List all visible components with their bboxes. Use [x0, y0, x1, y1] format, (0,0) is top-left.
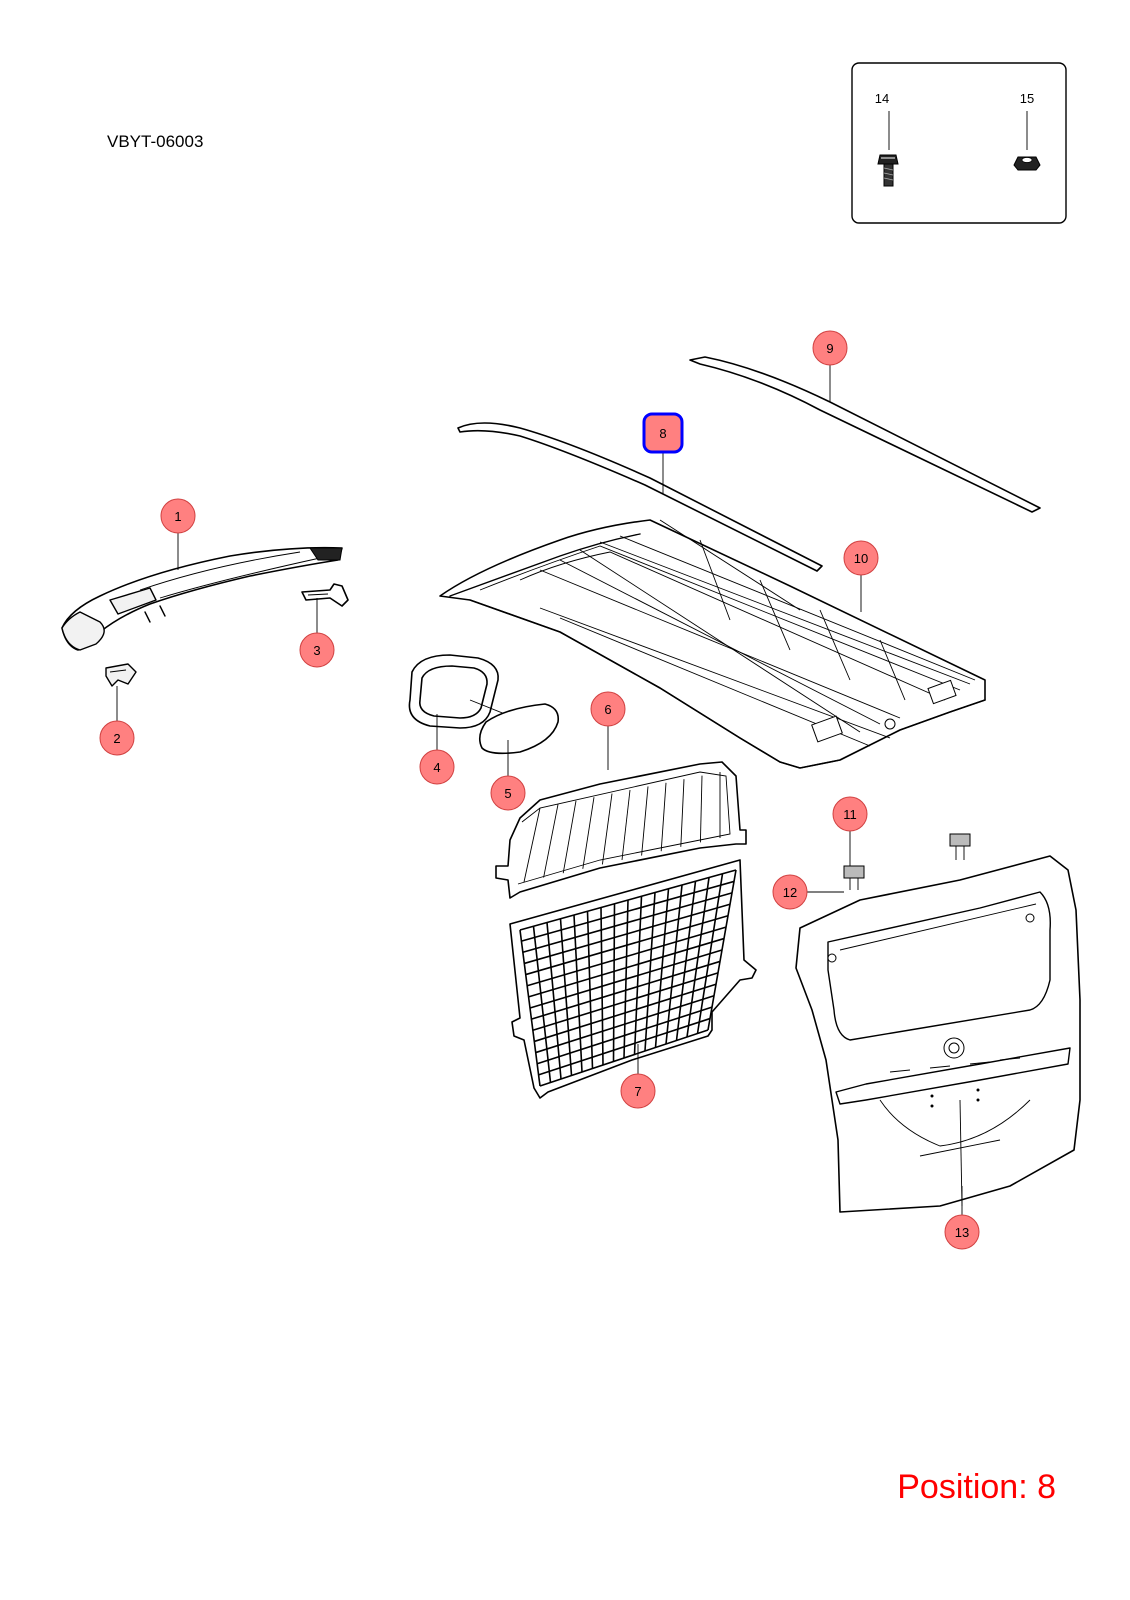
inset-label-15: 15: [1020, 91, 1034, 106]
part-7-mesh-grid: [509, 859, 757, 1099]
callout-label: 13: [955, 1225, 969, 1240]
part-13-tailgate: [795, 855, 1081, 1213]
nut-icon: [1013, 156, 1041, 171]
callout-label: 10: [854, 551, 868, 566]
partition-bar: [543, 804, 559, 878]
callout-circle[interactable]: [812, 330, 848, 366]
mesh-cells: [519, 869, 737, 1087]
callout-circle[interactable]: [490, 775, 526, 811]
callout-label: 8: [659, 426, 666, 441]
partition-bar: [523, 807, 541, 883]
mesh-line-horizontal: [538, 1017, 711, 1076]
mesh-line-horizontal: [524, 903, 731, 965]
callout-circle[interactable]: [419, 749, 455, 785]
callout-11[interactable]: 11: [832, 796, 868, 832]
mesh-line-horizontal: [531, 960, 721, 1020]
partition-bars: [523, 772, 721, 883]
callout-3[interactable]: 3: [299, 632, 335, 668]
callout-label: 1: [174, 509, 181, 524]
callout-circle[interactable]: [620, 1073, 656, 1109]
part-8-trim-strip: [457, 422, 823, 572]
partition-bar: [621, 789, 631, 861]
callout-9[interactable]: 9: [812, 330, 848, 366]
callout-6[interactable]: 6: [590, 691, 626, 727]
callout-circle[interactable]: [299, 632, 335, 668]
callout-8[interactable]: 8: [642, 412, 684, 454]
callout-2[interactable]: 2: [99, 720, 135, 756]
callout-label: 12: [783, 885, 797, 900]
callout-label: 3: [313, 643, 320, 658]
callout-label: 4: [433, 760, 440, 775]
partition-bar: [660, 782, 667, 852]
mesh-line-horizontal: [529, 949, 723, 1009]
callout-1[interactable]: 1: [160, 498, 196, 534]
callout-circle[interactable]: [590, 691, 626, 727]
partition-bar: [562, 800, 577, 874]
mesh-line-horizontal: [525, 914, 729, 976]
callout-12[interactable]: 12: [772, 874, 808, 910]
callout-5[interactable]: 5: [490, 775, 526, 811]
partition-bar: [582, 797, 595, 869]
mesh-line-horizontal: [522, 892, 733, 954]
partition-bar: [680, 779, 685, 847]
part-2-bracket: [105, 663, 137, 687]
mesh-line-horizontal: [534, 983, 717, 1043]
part-10-headliner: [439, 519, 986, 769]
callout-10[interactable]: 10: [843, 540, 879, 576]
part-1-spoiler: [61, 546, 343, 651]
diagram-code: VBYT-06003: [107, 132, 204, 151]
mesh-line-horizontal: [521, 880, 735, 942]
part-9-trim-strip: [689, 356, 1041, 513]
bolt-icon: [877, 154, 899, 187]
part-11-clip: [843, 865, 865, 890]
callout-label: 5: [504, 786, 511, 801]
partition-bar: [641, 786, 649, 856]
callout-4[interactable]: 4: [419, 749, 455, 785]
part-4-seal-ring: [408, 654, 511, 729]
mesh-line-horizontal: [526, 926, 727, 987]
part-6-partition-upper: [495, 761, 747, 899]
fastener-inset: 14 15: [851, 62, 1067, 224]
callout-circle[interactable]: [843, 540, 879, 576]
callout-label: 7: [634, 1084, 641, 1099]
mesh-line-horizontal: [532, 972, 719, 1032]
mesh-line-horizontal: [539, 1029, 709, 1087]
callout-label: 2: [113, 731, 120, 746]
clip-secondary: [949, 833, 971, 860]
callout-7[interactable]: 7: [620, 1073, 656, 1109]
callout-13[interactable]: 13: [944, 1214, 980, 1250]
part-3-hinge: [301, 583, 349, 607]
callout-circle[interactable]: [772, 874, 808, 910]
selected-highlight[interactable]: [642, 412, 684, 454]
callout-circle[interactable]: [99, 720, 135, 756]
inset-label-14: 14: [875, 91, 889, 106]
callout-label: 9: [826, 341, 833, 356]
mesh-line-horizontal: [536, 1006, 713, 1065]
position-label: Position: 8: [897, 1468, 1056, 1506]
partition-bar: [699, 775, 703, 843]
partition-bar: [601, 793, 613, 865]
mesh-line-horizontal: [519, 869, 737, 931]
callout-circle[interactable]: [944, 1214, 980, 1250]
callout-label: 11: [843, 807, 857, 822]
callout-circle[interactable]: [832, 796, 868, 832]
callout-label: 6: [604, 702, 611, 717]
mesh-line-horizontal: [535, 994, 715, 1054]
callout-circle[interactable]: [160, 498, 196, 534]
mesh-line-horizontal: [528, 937, 725, 998]
part-5-glass: [478, 703, 560, 755]
